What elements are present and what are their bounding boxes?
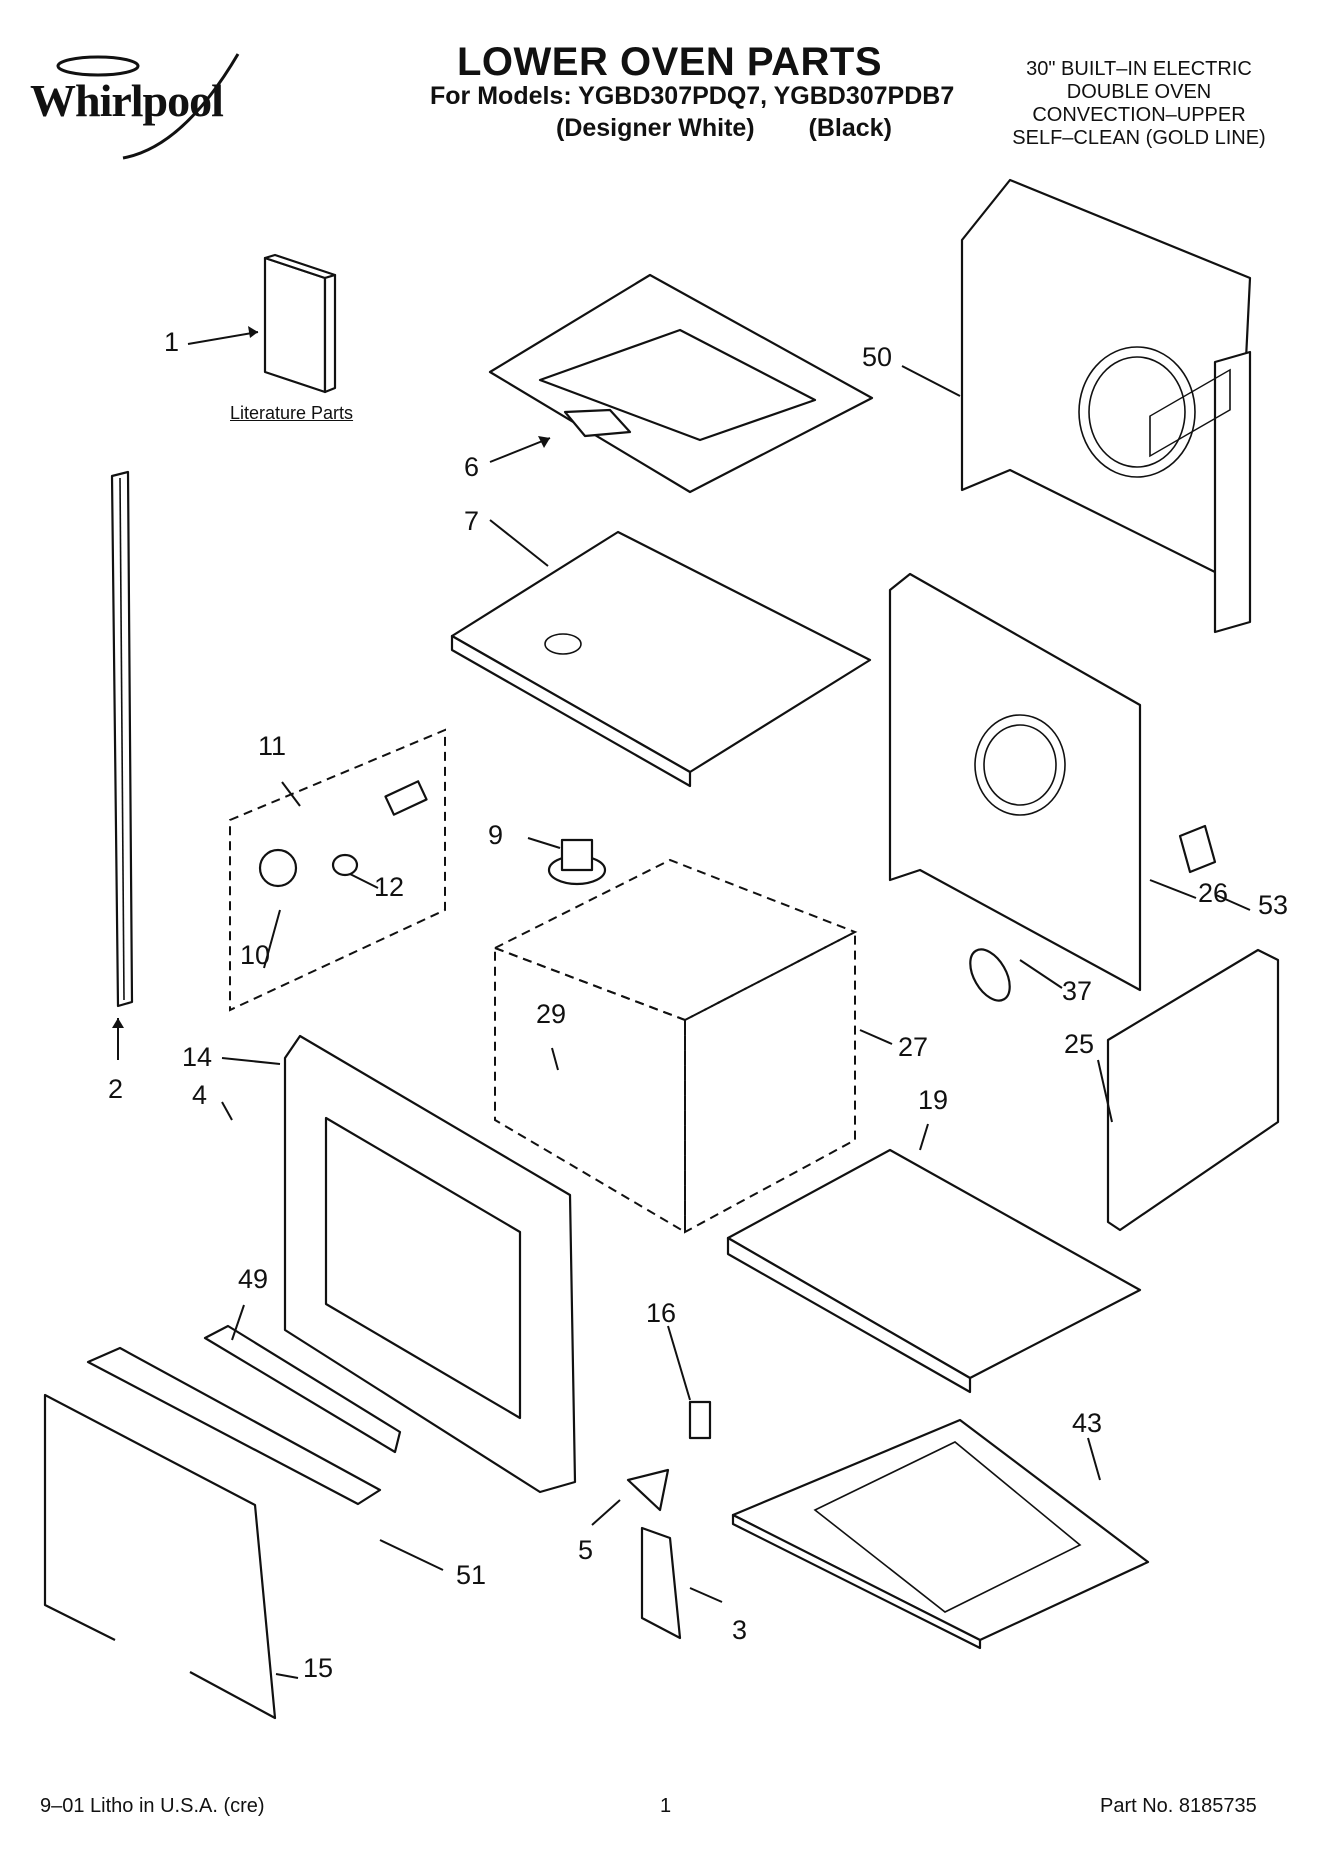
product-info-line: DOUBLE OVEN <box>1066 81 1212 103</box>
part-back-panel-assembly <box>888 572 1142 992</box>
product-info: 30" BUILT–IN ELECTRIC DOUBLE OVEN CONVEC… <box>989 58 1289 150</box>
callout-label: 11 <box>258 731 287 761</box>
variant-black: (Black) <box>808 114 892 142</box>
callout-label: 26 <box>1198 878 1229 908</box>
page-title: LOWER OVEN PARTS <box>456 40 883 84</box>
callout-label: 15 <box>303 1653 334 1683</box>
part-hinge-spring <box>688 1400 712 1440</box>
part-thermal-fuse <box>969 948 1011 1002</box>
callout-label: 29 <box>536 999 567 1029</box>
models-line: For Models: YGBD307PDQ7, YGBD307PDB7 <box>430 82 955 110</box>
part-rear-panel <box>960 178 1252 634</box>
part-bracket-3 <box>640 1526 682 1640</box>
callout-label: 53 <box>1258 890 1289 920</box>
callout-label: 27 <box>898 1032 929 1062</box>
part-oven-top <box>450 530 872 788</box>
literature-parts-label: Literature Parts <box>230 403 354 423</box>
callout-label: 7 <box>464 506 480 536</box>
logo-swoosh-icon <box>56 53 240 160</box>
callout-label: 5 <box>578 1535 594 1565</box>
part-oven-bottom <box>726 1148 1142 1394</box>
part-light-assembly <box>229 728 446 1012</box>
variant-white: (Designer White) <box>556 114 755 142</box>
callout-label: 1 <box>164 327 180 357</box>
part-bracket-small <box>1178 824 1217 874</box>
callout-label: 12 <box>374 872 405 902</box>
part-vent-trim <box>86 1346 382 1506</box>
callout-label: 2 <box>108 1074 124 1104</box>
callout-label: 43 <box>1072 1408 1103 1438</box>
product-info-line: CONVECTION–UPPER <box>1032 104 1246 126</box>
callout-label: 10 <box>240 940 271 970</box>
product-info-line: SELF–CLEAN (GOLD LINE) <box>1012 127 1266 149</box>
callout-label: 37 <box>1062 976 1093 1006</box>
part-side-panel <box>1106 368 1280 1232</box>
footer-page-number: 1 <box>660 1795 672 1817</box>
callout-label: 14 <box>182 1042 213 1072</box>
callout-label: 51 <box>456 1560 487 1590</box>
part-bracket-5 <box>626 1468 670 1512</box>
callout-label: 16 <box>646 1298 677 1328</box>
callout-label: 49 <box>238 1264 269 1294</box>
part-trim-strip <box>110 470 134 1008</box>
part-literature <box>263 253 337 394</box>
leader-lines <box>112 326 1251 1679</box>
callout-label: 19 <box>918 1085 949 1115</box>
callout-label: 9 <box>488 820 504 850</box>
part-front-frame <box>283 1034 577 1494</box>
part-top-shield <box>488 273 874 494</box>
part-bottom-tray <box>731 1418 1150 1650</box>
model-variants: (Designer White) (Black) <box>556 114 892 143</box>
product-info-line: 30" BUILT–IN ELECTRIC <box>1026 58 1252 80</box>
part-oven-liner <box>492 838 858 1234</box>
callout-label: 6 <box>464 452 480 482</box>
footer-litho: 9–01 Litho in U.S.A. (cre) <box>40 1795 265 1817</box>
callout-label: 50 <box>862 342 893 372</box>
part-door-gasket <box>43 1393 277 1720</box>
part-vent-bracket <box>203 1324 402 1454</box>
callout-label: 4 <box>192 1080 208 1110</box>
footer-part-number: Part No. 8185735 <box>1100 1795 1257 1817</box>
callout-label: 3 <box>732 1615 748 1645</box>
callout-label: 25 <box>1064 1029 1095 1059</box>
